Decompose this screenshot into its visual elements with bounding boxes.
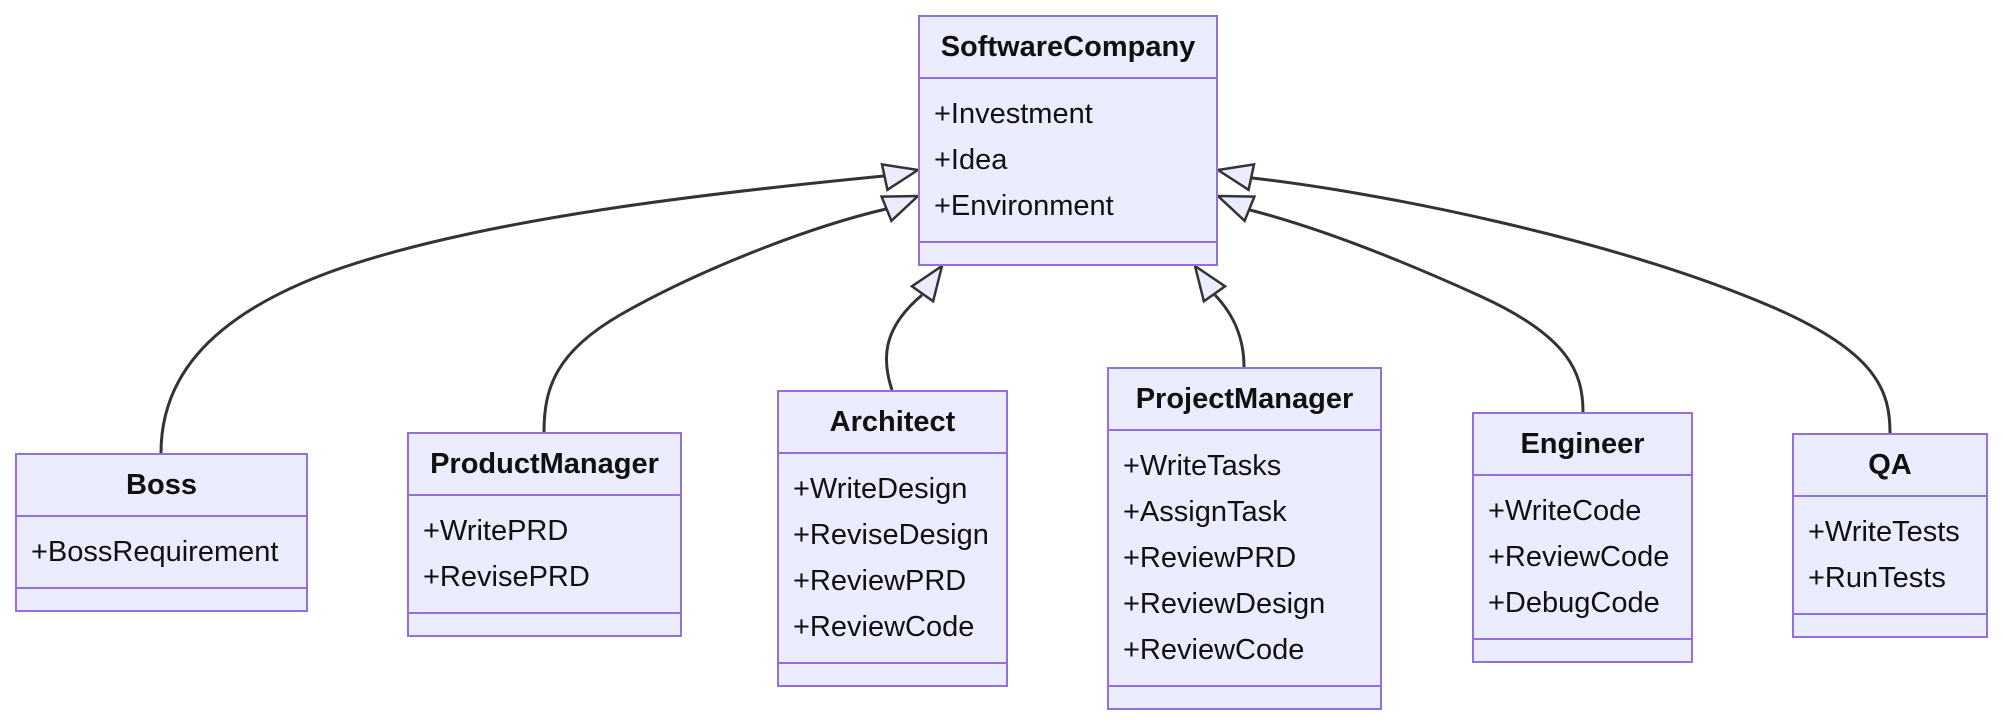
class-members: +Investment +Idea +Environment <box>920 77 1216 241</box>
class-member: +ReviewPRD <box>1123 542 1297 574</box>
class-title: SoftwareCompany <box>940 30 1196 63</box>
class-title: Architect <box>829 405 956 438</box>
edge-projectmanager-softwarecompany <box>1213 293 1246 368</box>
class-members: +WriteCode +ReviewCode +DebugCode <box>1474 474 1691 638</box>
inheritance-arrowhead-productmanager <box>879 194 922 223</box>
class-member: +ReviseDesign <box>793 519 989 551</box>
class-member: +WriteCode <box>1488 495 1642 527</box>
class-member: +WritePRD <box>423 515 569 547</box>
inheritance-arrowhead-engineer <box>1214 194 1257 223</box>
class-node-projectmanager: ProjectManager +WriteTasks +AssignTask +… <box>1107 367 1382 710</box>
class-methods-empty <box>1794 613 1986 636</box>
class-methods-empty <box>1109 685 1380 708</box>
inheritance-arrowhead-qa <box>1214 162 1256 192</box>
class-member: +ReviewCode <box>793 611 975 643</box>
class-title: ProductManager <box>430 447 659 480</box>
class-member: +WriteDesign <box>793 473 968 505</box>
class-members: +WriteDesign +ReviseDesign +ReviewPRD +R… <box>779 452 1006 662</box>
edge-architect-softwarecompany <box>885 293 923 391</box>
class-member: +ReviewCode <box>1123 634 1305 666</box>
class-title: QA <box>1868 448 1912 481</box>
class-member: +WriteTests <box>1808 516 1960 548</box>
class-title: Engineer <box>1520 427 1645 460</box>
class-member: +DebugCode <box>1488 587 1660 619</box>
edge-boss-softwarecompany <box>159 174 885 454</box>
class-member: +WriteTasks <box>1123 450 1282 482</box>
class-node-architect: Architect +WriteDesign +ReviseDesign +Re… <box>777 390 1008 687</box>
class-member: +RunTests <box>1808 562 1946 594</box>
class-methods-empty <box>409 612 680 635</box>
class-member: +AssignTask <box>1123 496 1287 528</box>
class-member: +ReviewCode <box>1488 541 1670 573</box>
class-members: +WriteTests +RunTests <box>1794 495 1986 613</box>
class-methods-empty <box>1474 638 1691 661</box>
class-member: +Investment <box>934 98 1093 130</box>
class-members: +BossRequirement <box>17 515 306 587</box>
class-methods-empty <box>779 662 1006 685</box>
class-member: +BossRequirement <box>31 536 279 568</box>
class-methods-empty <box>17 587 306 610</box>
class-member: +Environment <box>934 190 1114 222</box>
inheritance-arrowhead-architect <box>909 263 945 304</box>
class-node-softwarecompany: SoftwareCompany +Investment +Idea +Envir… <box>918 15 1218 266</box>
class-members: +WritePRD +RevisePRD <box>409 494 680 612</box>
class-node-engineer: Engineer +WriteCode +ReviewCode +DebugCo… <box>1472 412 1693 663</box>
inheritance-arrowhead-boss <box>880 162 922 192</box>
class-title: Boss <box>126 468 197 501</box>
class-member: +ReviewDesign <box>1123 588 1326 620</box>
class-node-boss: Boss +BossRequirement <box>15 453 308 612</box>
class-node-qa: QA +WriteTests +RunTests <box>1792 433 1988 638</box>
class-member: +Idea <box>934 144 1008 176</box>
inheritance-arrowhead-projectmanager <box>1192 263 1228 304</box>
class-member: +RevisePRD <box>423 561 590 593</box>
class-member: +ReviewPRD <box>793 565 967 597</box>
class-node-productmanager: ProductManager +WritePRD +RevisePRD <box>407 432 682 637</box>
class-title: ProjectManager <box>1135 382 1354 415</box>
class-methods-empty <box>920 241 1216 264</box>
class-members: +WriteTasks +AssignTask +ReviewPRD +Revi… <box>1109 429 1380 685</box>
